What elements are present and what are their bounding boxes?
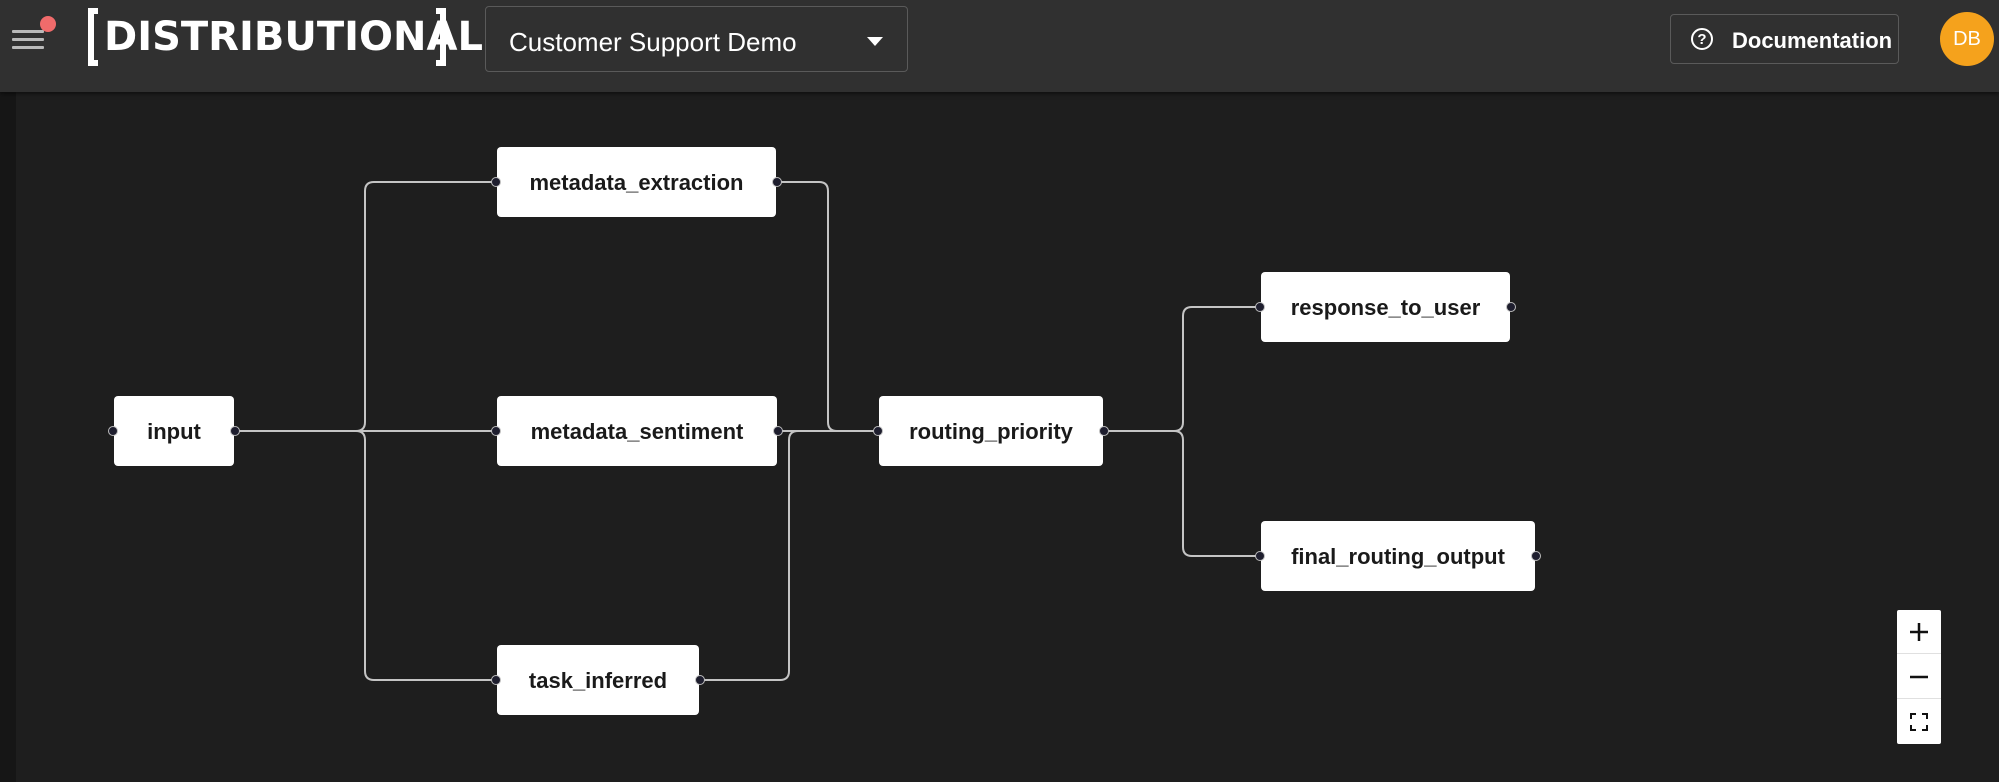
fit-view-icon	[1910, 713, 1928, 731]
edge-routing_priority-response_to_user	[1104, 306, 1261, 432]
node-label: final_routing_output	[1291, 544, 1505, 569]
distributional-logo[interactable]: DISTRIBUTIONAL	[88, 8, 483, 70]
notification-dot	[40, 16, 56, 32]
node-final-routing-output[interactable]: final_routing_output	[1255, 521, 1541, 591]
project-select-value: Customer Support Demo	[509, 27, 797, 57]
node-label: metadata_extraction	[529, 170, 744, 195]
zoom-in-button[interactable]	[1897, 610, 1941, 654]
node-label: input	[147, 419, 201, 444]
node-target-handle[interactable]	[491, 177, 501, 187]
node-source-handle[interactable]	[230, 426, 240, 436]
node-target-handle[interactable]	[1255, 302, 1265, 312]
node-source-handle[interactable]	[1099, 426, 1109, 436]
logo-right-bracket	[436, 8, 446, 66]
node-label: metadata_sentiment	[530, 419, 744, 444]
edge-metadata_extraction-routing_priority	[776, 181, 878, 432]
node-target-handle[interactable]	[1255, 551, 1265, 561]
edge-routing_priority-final_routing_output	[1104, 430, 1261, 557]
node-source-handle[interactable]	[1506, 302, 1516, 312]
node-task-inferred[interactable]: task_inferred	[491, 645, 705, 715]
minus-icon	[1910, 675, 1928, 679]
avatar[interactable]: DB	[1940, 12, 1994, 66]
fit-view-button[interactable]	[1897, 700, 1941, 744]
node-source-handle[interactable]	[773, 426, 783, 436]
zoom-out-button[interactable]	[1897, 655, 1941, 699]
project-select[interactable]: Customer Support Demo	[485, 6, 908, 72]
node-label: response_to_user	[1290, 295, 1481, 320]
plus-icon	[1910, 623, 1928, 641]
zoom-controls	[1897, 610, 1941, 744]
top-bar: DISTRIBUTIONAL Customer Support Demo ? D…	[0, 0, 1999, 92]
node-source-handle[interactable]	[772, 177, 782, 187]
node-response-to-user[interactable]: response_to_user	[1255, 272, 1516, 342]
menu-button[interactable]	[8, 16, 56, 58]
node-target-handle[interactable]	[108, 426, 118, 436]
edge-input-task_inferred	[235, 430, 497, 681]
sidebar-edge	[0, 92, 16, 782]
node-input[interactable]: input	[108, 396, 240, 466]
caret-down-icon	[867, 37, 883, 46]
node-source-handle[interactable]	[1531, 551, 1541, 561]
node-label: routing_priority	[909, 419, 1073, 444]
documentation-button[interactable]: ? Documentation	[1670, 14, 1899, 64]
edge-input-metadata_extraction	[235, 181, 497, 432]
node-metadata-sentiment[interactable]: metadata_sentiment	[491, 396, 783, 466]
logo-left-bracket	[88, 8, 98, 66]
edge-task_inferred-routing_priority	[700, 430, 878, 681]
node-routing-priority[interactable]: routing_priority	[873, 396, 1109, 466]
node-target-handle[interactable]	[873, 426, 883, 436]
help-circle-icon: ?	[1691, 28, 1713, 50]
documentation-label: Documentation	[1732, 28, 1893, 53]
node-target-handle[interactable]	[491, 426, 501, 436]
node-metadata-extraction[interactable]: metadata_extraction	[491, 147, 782, 217]
node-target-handle[interactable]	[491, 675, 501, 685]
node-label: task_inferred	[528, 668, 668, 693]
node-source-handle[interactable]	[695, 675, 705, 685]
logo-text: DISTRIBUTIONAL	[104, 14, 483, 60]
